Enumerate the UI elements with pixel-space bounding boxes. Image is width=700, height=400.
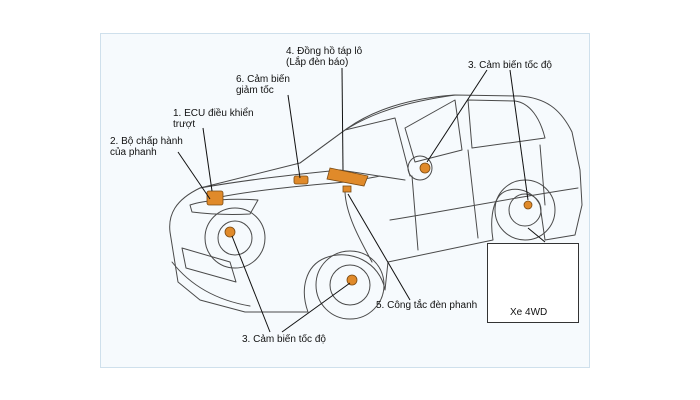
headlight bbox=[189, 198, 259, 215]
rear-wheel bbox=[494, 179, 556, 241]
windshield bbox=[299, 117, 411, 177]
label-speed-sensor-rear: 3. Cảm biến tốc độ bbox=[468, 60, 552, 71]
roof-line bbox=[344, 94, 456, 131]
speed-sensor-rear-wheel bbox=[523, 200, 533, 210]
rear-side-window bbox=[467, 99, 546, 149]
side-crease bbox=[389, 187, 579, 221]
label-brake-actuator: 2. Bộ chấp hành của phanh bbox=[110, 136, 183, 158]
inset-4wd-box bbox=[487, 243, 579, 323]
label-ecu: 1. ECU điều khiển trượt bbox=[173, 108, 254, 130]
front-wheel-left bbox=[204, 207, 266, 269]
label-speed-sensor-front: 3. Cảm biến tốc độ bbox=[242, 334, 326, 345]
speed-sensor-front-right bbox=[346, 274, 358, 286]
ecu-unit bbox=[206, 190, 224, 206]
grille bbox=[181, 247, 237, 283]
front-side-window bbox=[404, 99, 463, 163]
front-wheel-right bbox=[315, 250, 385, 320]
car-body-outline bbox=[169, 94, 583, 313]
speed-sensor-rear bbox=[419, 162, 431, 174]
front-bumper bbox=[171, 261, 251, 307]
label-decel-sensor: 6. Cảm biến giảm tốc bbox=[236, 74, 290, 96]
decel-sensor bbox=[293, 175, 309, 185]
label-brake-light-switch: 5. Công tắc đèn phanh bbox=[376, 300, 478, 311]
label-dashboard: 4. Đồng hồ táp lô (Lắp đèn báo) bbox=[286, 46, 363, 68]
label-inset-4wd: Xe 4WD bbox=[510, 307, 548, 318]
dashboard-unit bbox=[326, 167, 369, 187]
brake-switch bbox=[342, 185, 352, 193]
door-line bbox=[411, 144, 546, 251]
wiring-harness bbox=[214, 175, 381, 263]
speed-sensor-front bbox=[224, 226, 236, 238]
spare-area bbox=[407, 155, 433, 181]
